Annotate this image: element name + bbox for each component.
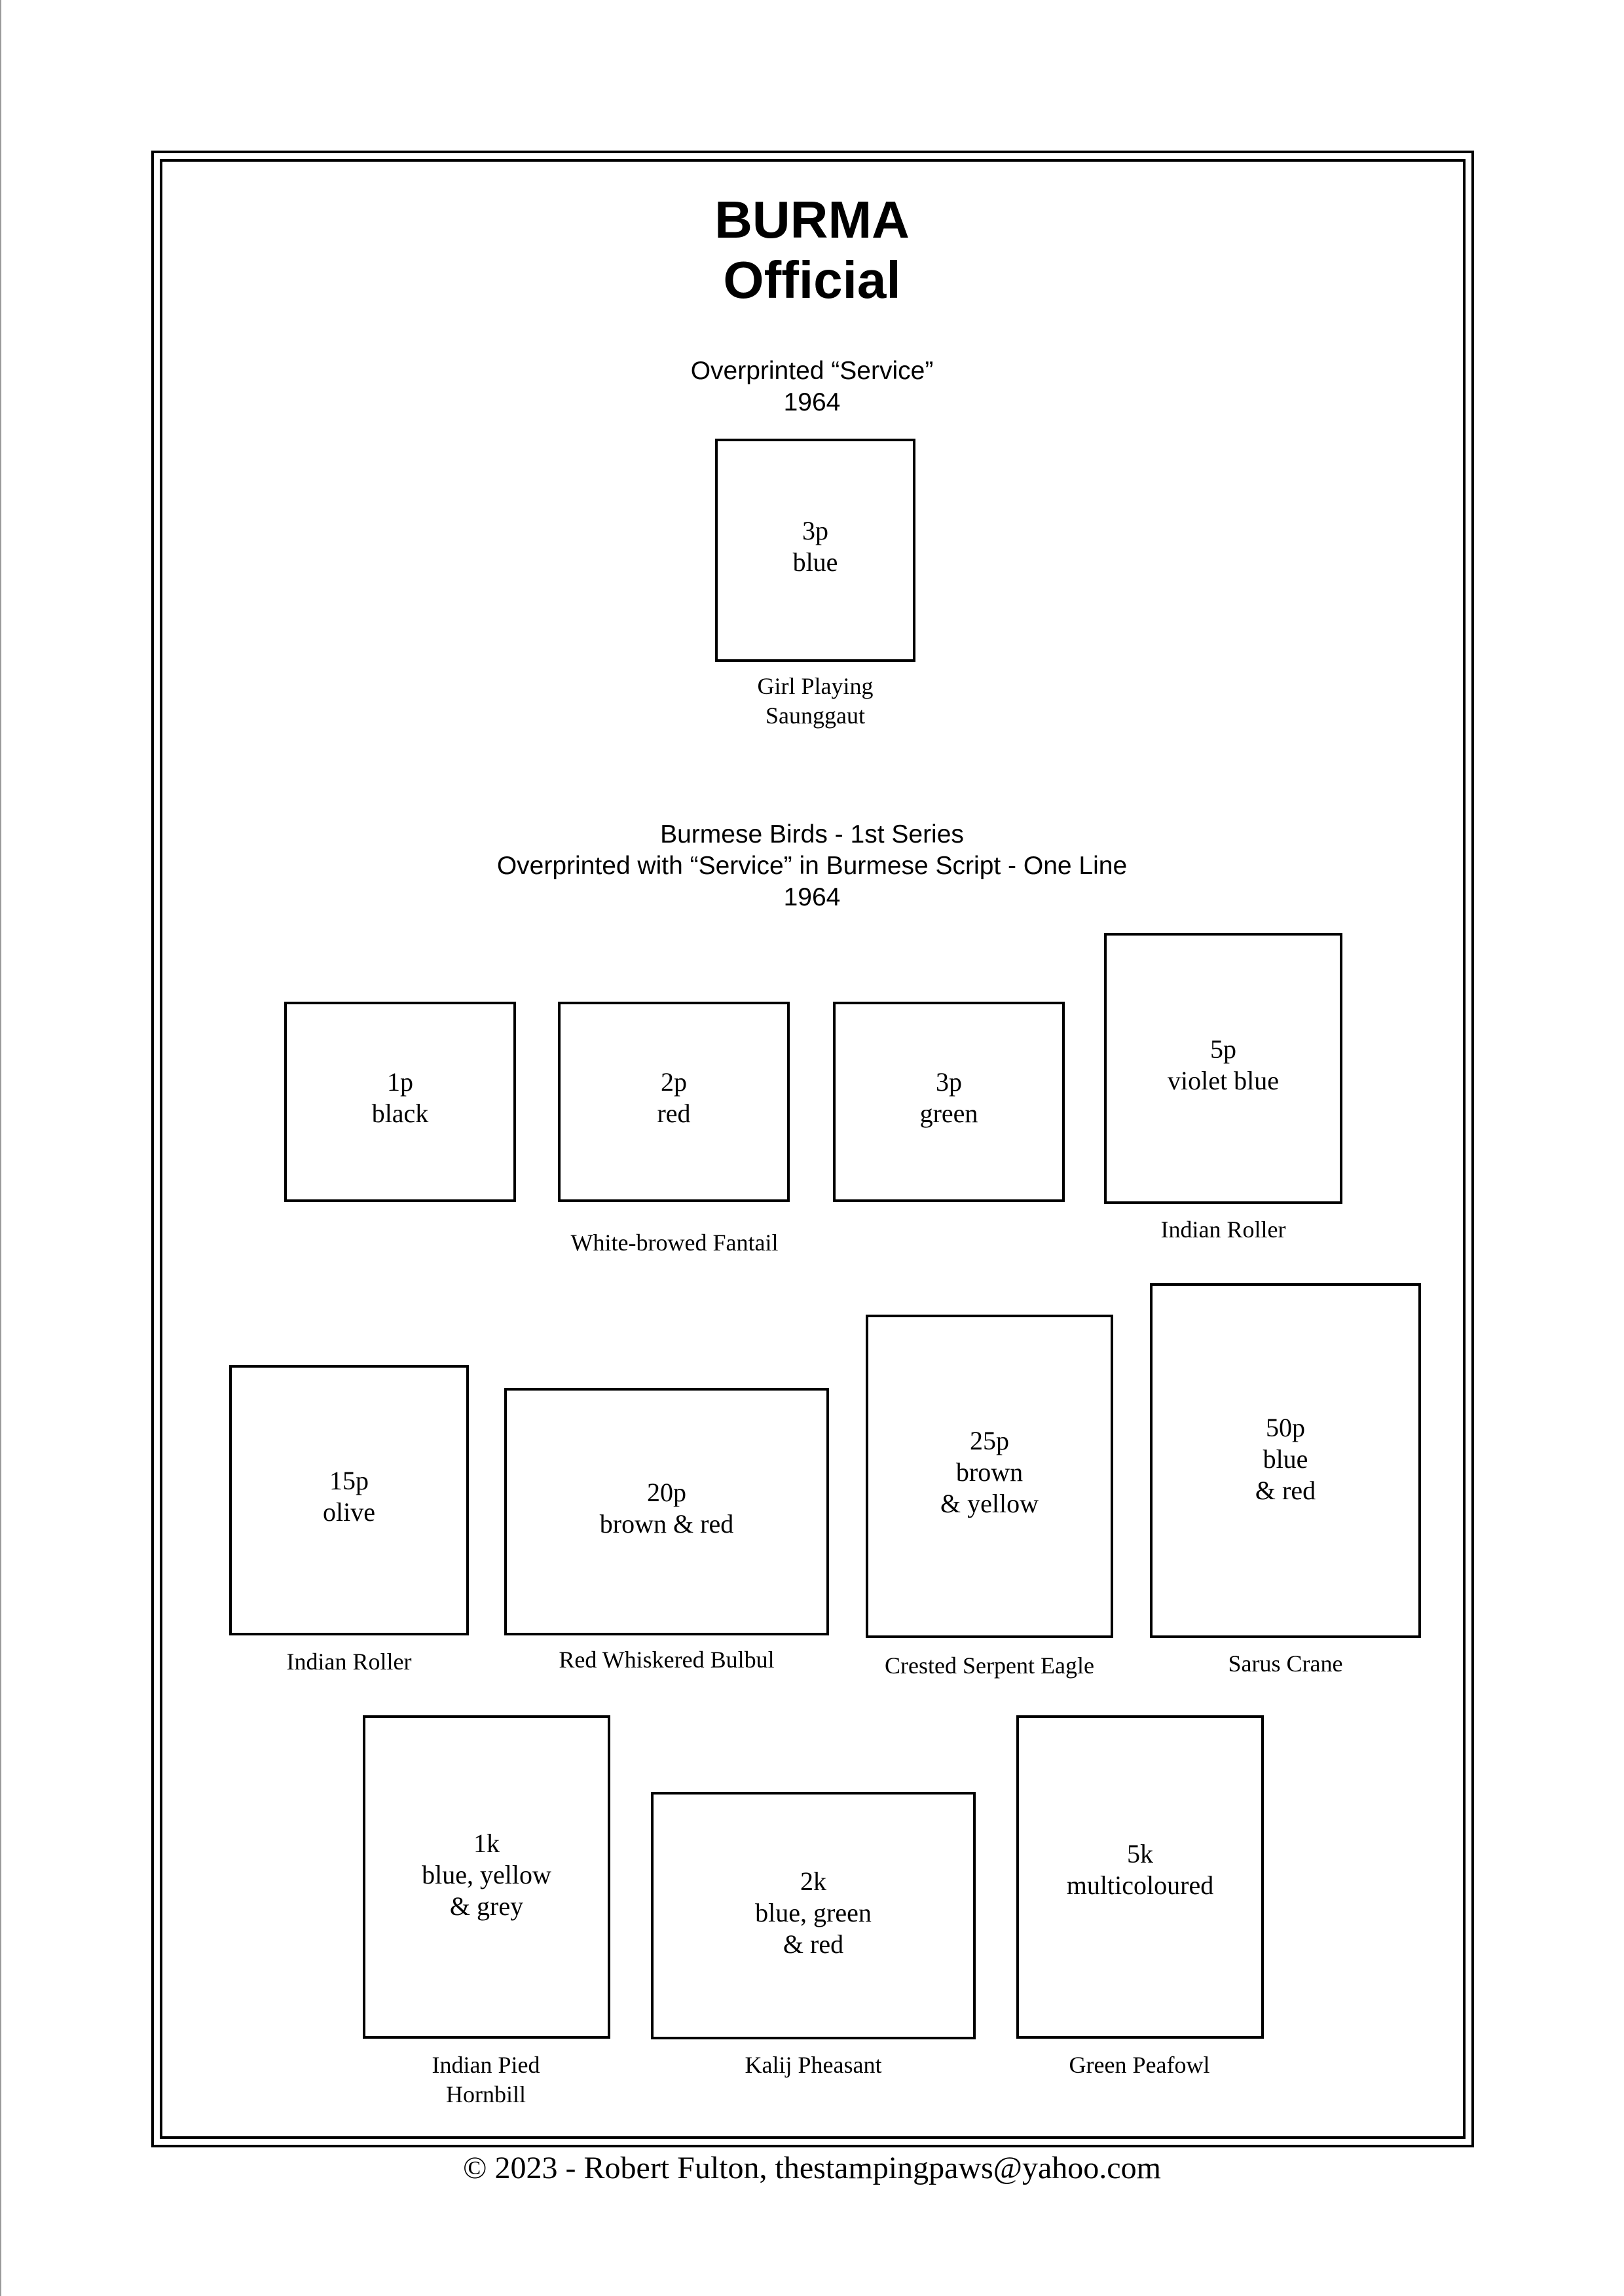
caption-girl-playing-saunggaut: Girl Playing Saunggaut <box>684 672 946 731</box>
stamp-value: 50p <box>1266 1413 1305 1442</box>
section2-heading: Burmese Birds - 1st Series Overprinted w… <box>419 819 1205 913</box>
stamp-space-2k-blue-green-red: 2k blue, green & red <box>651 1792 976 2039</box>
stamp-value: 1p <box>387 1067 413 1097</box>
stamp-colour: olive <box>323 1497 375 1527</box>
caption-red-whiskered-bulbul: Red Whiskered Bulbul <box>559 1647 775 1673</box>
album-page-border-outer <box>151 151 1474 2147</box>
stamp-space-2p-red: 2p red <box>558 1002 790 1202</box>
caption-kalij-pheasant: Kalij Pheasant <box>745 2052 882 2078</box>
stamp-value: 2p <box>661 1067 687 1097</box>
stamp-space-3p-green: 3p green <box>833 1002 1065 1202</box>
stamp-colour: blue <box>1263 1444 1308 1474</box>
section2-year: 1964 <box>783 883 841 911</box>
section1-year: 1964 <box>783 388 841 416</box>
stamp-space-5k-multicoloured: 5k multicoloured <box>1016 1715 1264 2039</box>
caption-sarus-crane: Sarus Crane <box>1228 1650 1343 1677</box>
caption-indian-pied-hornbill: Indian Pied Hornbill <box>355 2050 617 2109</box>
stamp-value: 5p <box>1210 1034 1236 1064</box>
stamp-space-1p-black: 1p black <box>284 1002 516 1202</box>
stamp-colour: blue, green <box>755 1898 872 1927</box>
stamp-space-25p-brown-yellow: 25p brown & yellow <box>866 1315 1113 1638</box>
page-edge-line <box>0 0 1 2296</box>
stamp-value: 15p <box>329 1466 369 1495</box>
caption-white-browed-fantail: White-browed Fantail <box>570 1230 779 1256</box>
stamp-colour: & grey <box>449 1891 524 1921</box>
album-page-border-inner <box>160 159 1466 2139</box>
stamp-colour: multicoloured <box>1066 1870 1214 1900</box>
stamp-colour: red <box>657 1099 691 1128</box>
section2-heading-line2: Overprinted with “Service” in Burmese Sc… <box>496 852 1128 880</box>
stamp-space-20p-brown-red: 20p brown & red <box>504 1388 829 1635</box>
stamp-value: 20p <box>647 1478 686 1507</box>
stamp-space-15p-olive: 15p olive <box>229 1365 469 1635</box>
caption-line: Hornbill <box>446 2081 526 2107</box>
stamp-value: 3p <box>936 1067 962 1097</box>
copyright-footer: © 2023 - Robert Fulton, thestampingpaws@… <box>463 2151 1161 2185</box>
stamp-colour: brown & red <box>599 1509 734 1539</box>
stamp-colour: green <box>919 1099 978 1128</box>
stamp-value: 5k <box>1127 1839 1153 1868</box>
stamp-colour: violet blue <box>1168 1066 1279 1095</box>
stamp-space-50p-blue-red: 50p blue & red <box>1150 1283 1421 1638</box>
caption-indian-roller-15p: Indian Roller <box>286 1649 412 1675</box>
stamp-value: 2k <box>800 1867 826 1896</box>
stamp-colour: & red <box>783 1929 844 1959</box>
caption-green-peafowl: Green Peafowl <box>1069 2052 1210 2078</box>
page-title-country: BURMA <box>714 191 910 249</box>
section1-heading: Overprinted “Service” 1964 <box>419 355 1205 418</box>
caption-crested-serpent-eagle: Crested Serpent Eagle <box>885 1652 1094 1679</box>
stamp-colour: blue, yellow <box>422 1860 551 1889</box>
stamp-space-3p-blue-1964: 3p blue <box>715 439 915 662</box>
stamp-colour: blue <box>792 547 838 577</box>
stamp-colour: & red <box>1255 1476 1316 1505</box>
stamp-value: 25p <box>970 1426 1009 1455</box>
stamp-colour: brown <box>955 1457 1024 1487</box>
section2-heading-line1: Burmese Birds - 1st Series <box>660 820 964 848</box>
caption-line: Indian Pied <box>432 2052 540 2078</box>
stamp-value: 1k <box>473 1829 500 1858</box>
stamp-colour: black <box>371 1099 429 1128</box>
section1-heading-line: Overprinted “Service” <box>690 357 934 385</box>
page-title-category: Official <box>723 251 901 309</box>
stamp-colour: & yellow <box>940 1489 1039 1518</box>
caption-line: Saunggaut <box>766 702 865 729</box>
stamp-value: 3p <box>802 516 828 545</box>
caption-indian-roller-5p: Indian Roller <box>1160 1216 1286 1243</box>
stamp-space-5p-violet-blue: 5p violet blue <box>1104 933 1342 1204</box>
caption-line: Girl Playing <box>757 673 874 699</box>
stamp-space-1k-blue-yellow-grey: 1k blue, yellow & grey <box>363 1715 610 2039</box>
